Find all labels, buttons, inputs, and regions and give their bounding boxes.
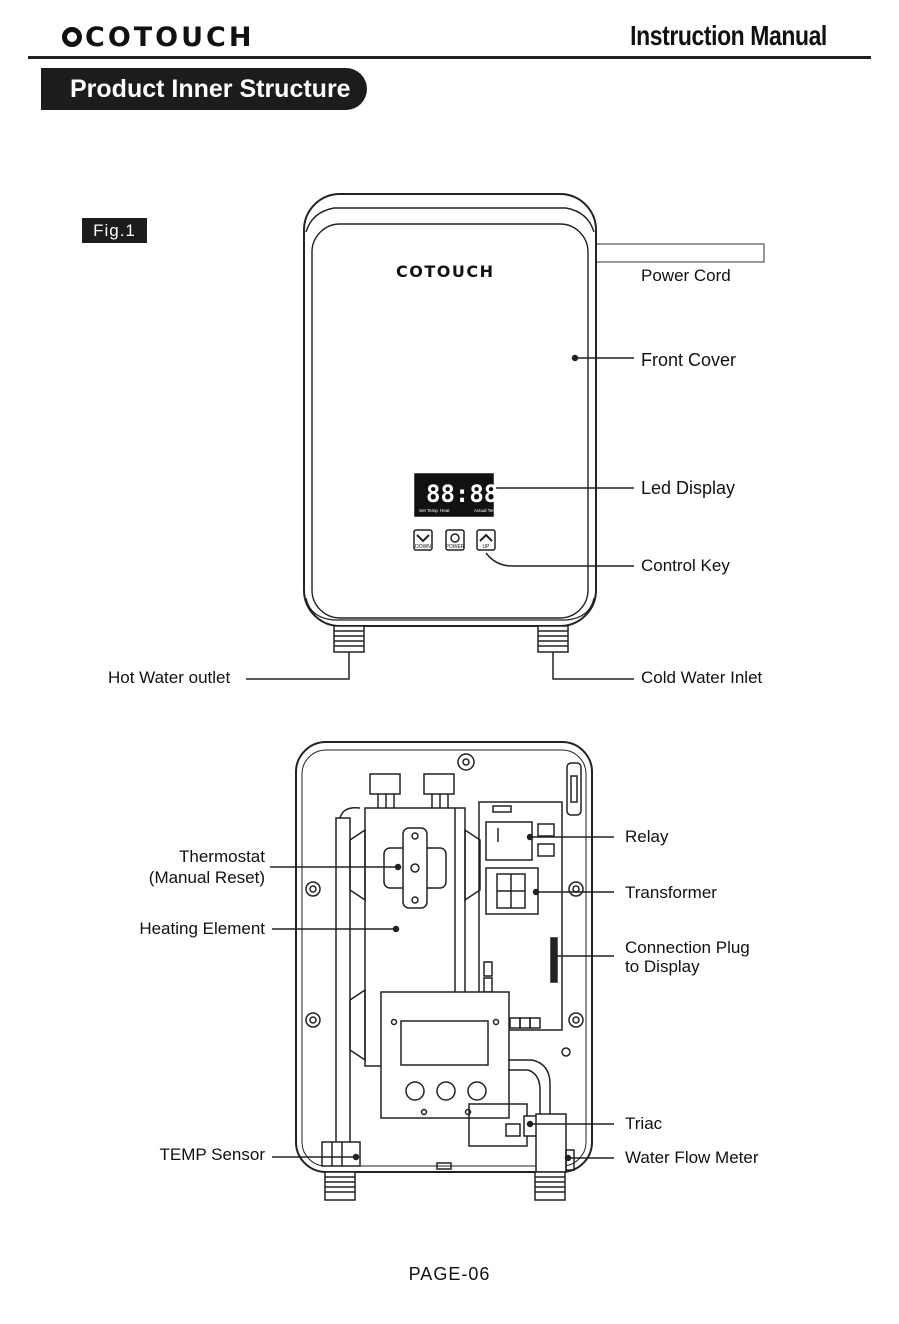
callout-power-cord: Power Cord	[641, 266, 731, 285]
indicator-heat: Heat	[440, 508, 450, 513]
heater-front-view	[246, 193, 765, 680]
cold-water-pipe	[537, 625, 569, 653]
callout-temp-sensor: TEMP Sensor	[159, 1145, 265, 1164]
inner-housing	[295, 741, 593, 1173]
callout-front-cover: Front Cover	[641, 350, 737, 370]
callout-thermostat: Thermostat	[179, 847, 265, 866]
callout-led-display: Led Display	[641, 478, 736, 498]
connection-plug	[550, 937, 558, 983]
relay	[485, 821, 533, 861]
callout-connection-plug: Connection Plug	[625, 938, 750, 957]
display-digits: 88:88	[426, 480, 498, 508]
page-number: PAGE-06	[408, 1264, 491, 1284]
hot-water-pipe	[333, 625, 365, 653]
callout-control-key: Control Key	[641, 556, 730, 575]
heater-inner-view	[270, 741, 614, 1201]
callout-cold-water-inlet: Cold Water Inlet	[641, 668, 763, 687]
thermostat	[383, 827, 447, 909]
section-title: Product Inner Structure	[41, 68, 367, 110]
callout-thermostat-note: (Manual Reset)	[148, 868, 265, 887]
callout-connection-plug-line2: to Display	[625, 957, 700, 976]
display-module	[380, 991, 510, 1119]
unit-brand: COTOUCH	[396, 262, 494, 281]
key-up-label: UP	[483, 544, 491, 550]
brand-name: COTOUCH	[85, 22, 255, 53]
key-up	[476, 529, 496, 551]
callout-heating-element: Heating Element	[139, 919, 265, 938]
power-cord	[591, 243, 765, 263]
key-power-label: POWER	[446, 544, 465, 550]
heater-body	[303, 193, 597, 627]
indicator-actual-temp: Actual Temp	[474, 508, 499, 513]
manual-title: Instruction Manual	[630, 20, 827, 51]
water-flow-meter	[535, 1113, 575, 1173]
indicator-set-temp: Set Temp	[419, 508, 438, 513]
callout-triac: Triac	[625, 1114, 663, 1133]
key-power	[445, 529, 465, 551]
header-divider	[28, 56, 871, 59]
inner-hot-pipe	[324, 1171, 356, 1201]
temp-sensor	[321, 1141, 361, 1167]
inner-cold-pipe	[534, 1171, 566, 1201]
callout-water-flow-meter: Water Flow Meter	[625, 1148, 759, 1167]
control-board	[478, 801, 563, 1031]
callout-relay: Relay	[625, 827, 669, 846]
figure-label: Fig.1	[82, 218, 147, 243]
brand-logo-icon	[62, 27, 82, 47]
key-down	[413, 529, 433, 551]
led-display	[414, 473, 494, 517]
brand-logo: COTOUCH	[62, 22, 254, 53]
front-cover	[311, 223, 589, 619]
key-down-label: DOWN	[415, 544, 431, 550]
callout-hot-water-outlet: Hot Water outlet	[108, 668, 231, 687]
callout-transformer: Transformer	[625, 883, 717, 902]
